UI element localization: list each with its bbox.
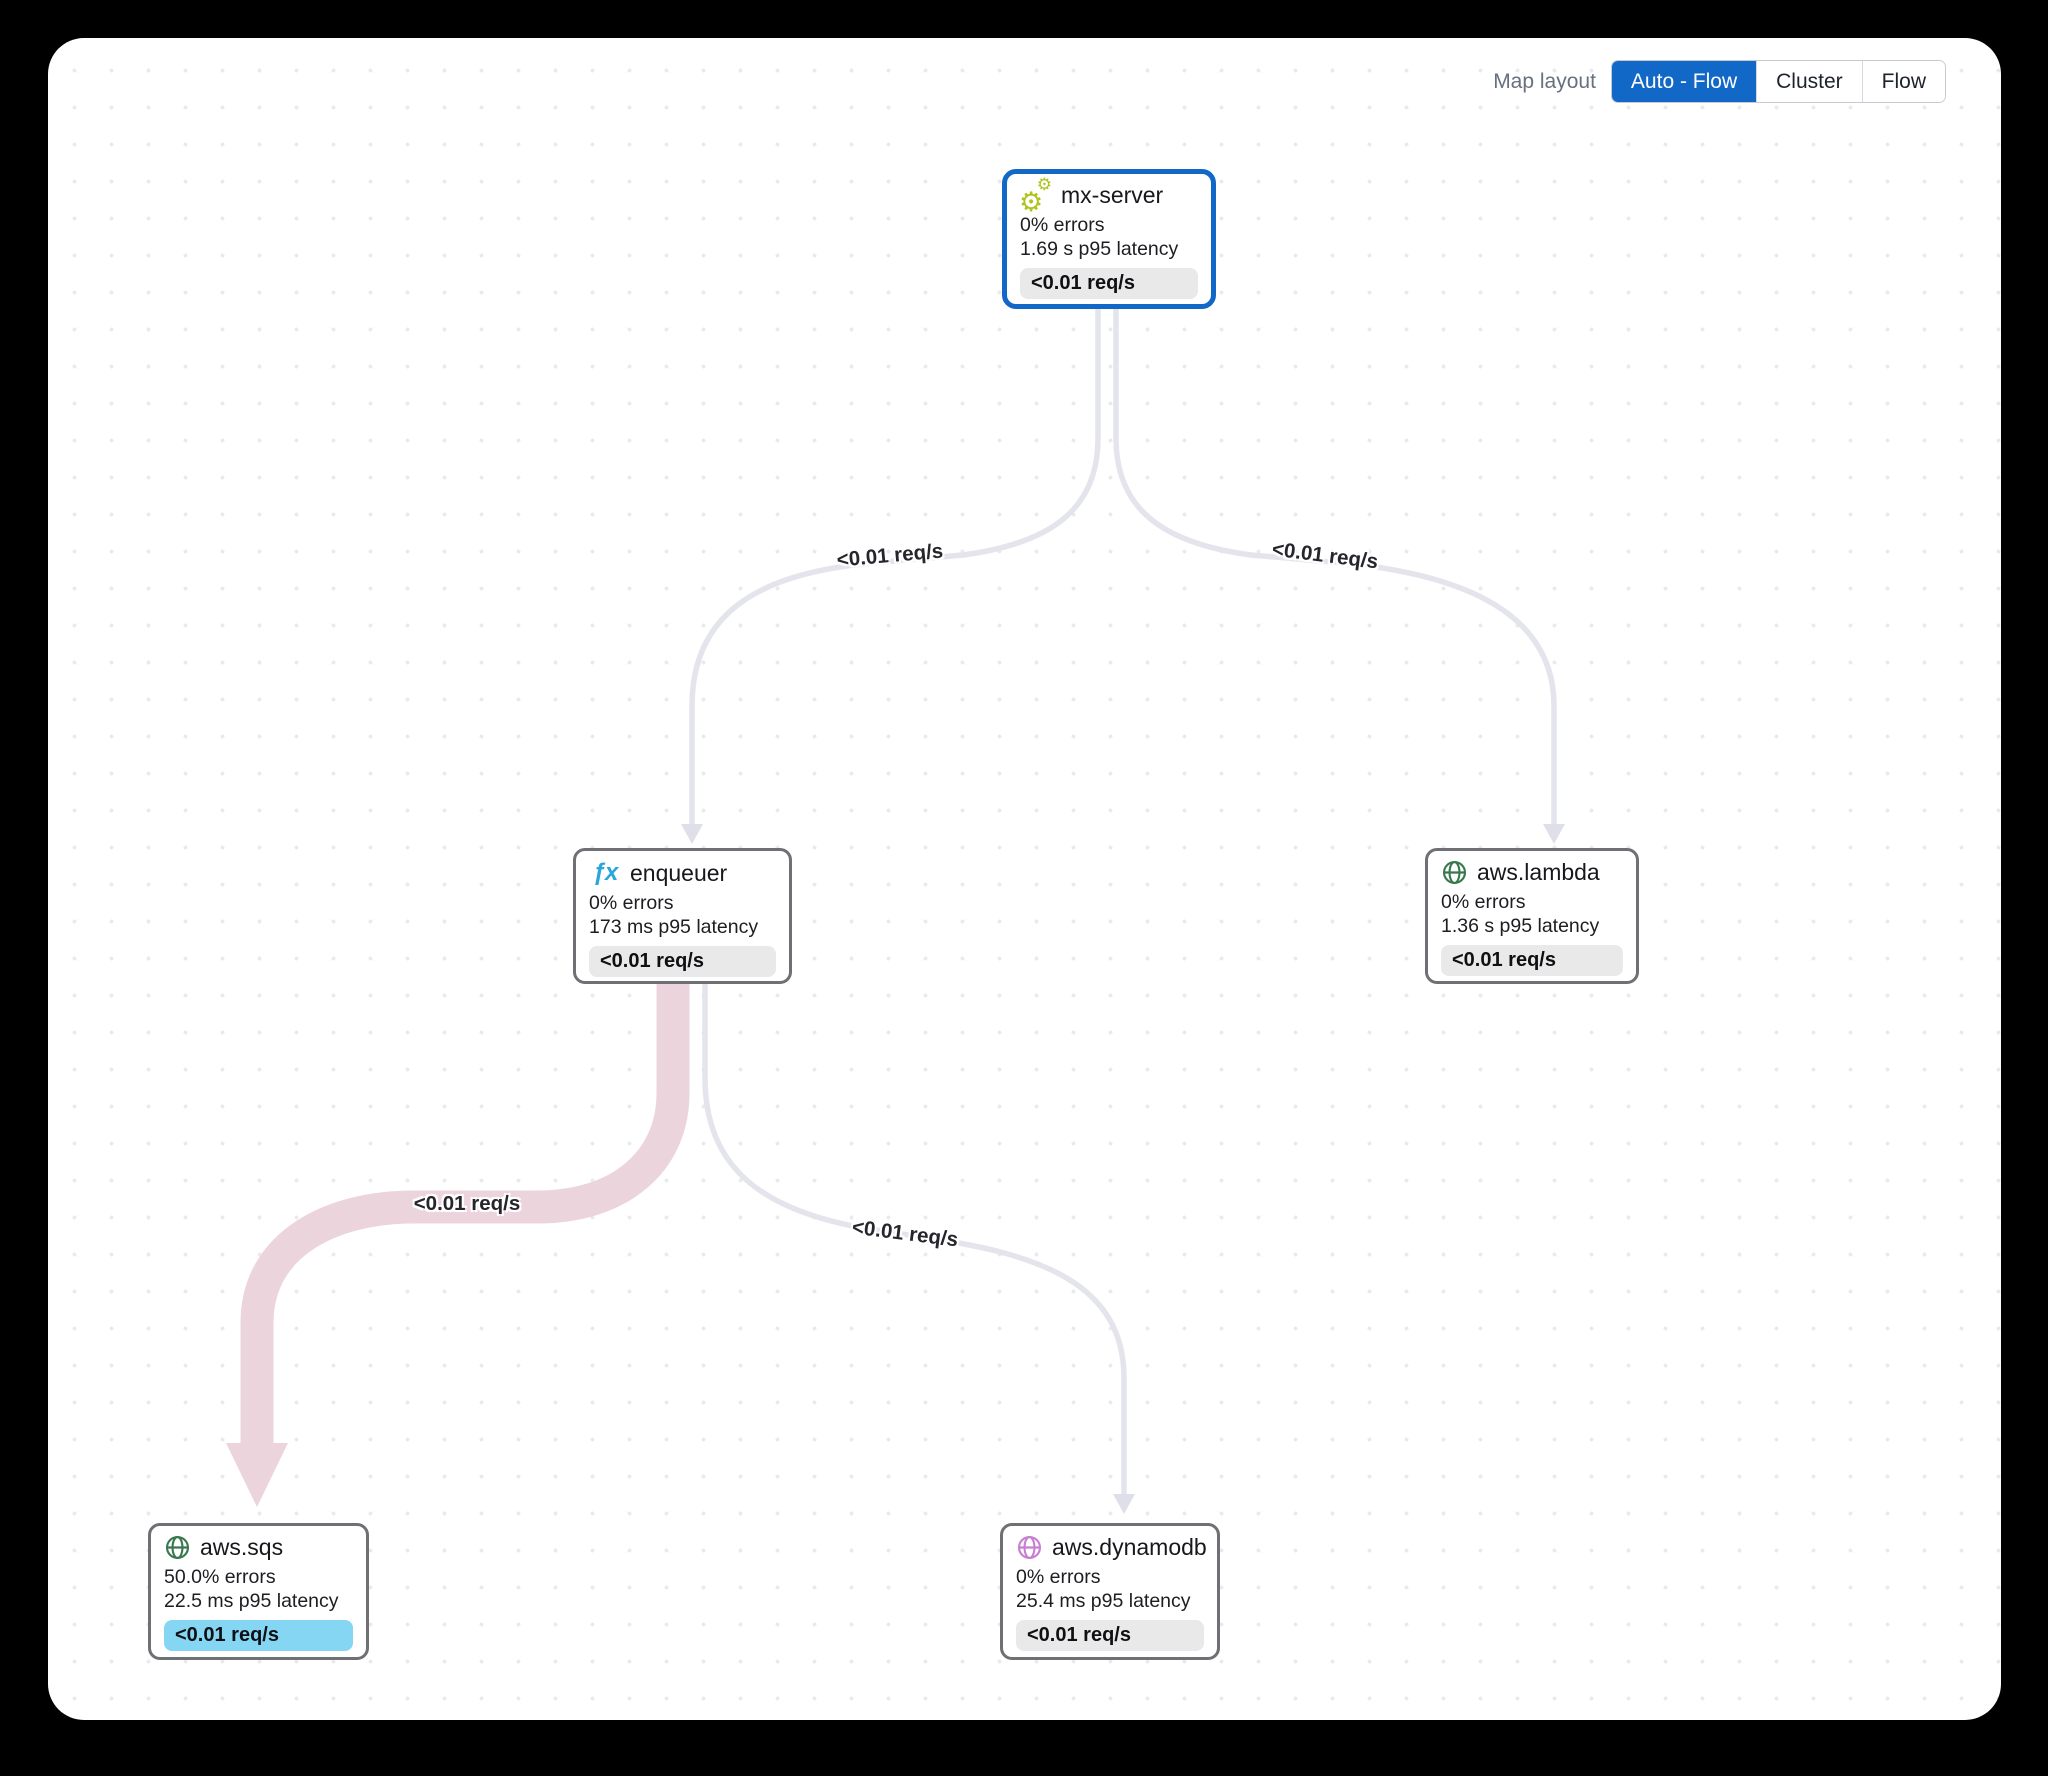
arrowhead <box>1113 1494 1135 1514</box>
error-rate: 50.0% errors <box>164 1565 276 1588</box>
service-node-enqueuer[interactable]: ƒx enqueuer 0% errors 173 ms p95 latency… <box>573 848 792 984</box>
service-name: mx-server <box>1061 182 1164 209</box>
request-rate-badge: <0.01 req/s <box>164 1619 353 1651</box>
map-layout-label: Map layout <box>1493 69 1596 93</box>
layout-option-auto-flow[interactable]: Auto - Flow <box>1611 61 1757 102</box>
edges-layer <box>226 307 1565 1514</box>
service-node-aws-sqs[interactable]: aws.sqs 50.0% errors 22.5 ms p95 latency… <box>148 1523 369 1660</box>
edge-enqueuer-to-aws-sqs[interactable] <box>226 982 690 1507</box>
error-rate: 0% errors <box>1020 214 1105 236</box>
edge-mx-server-to-enqueuer[interactable] <box>681 307 1101 844</box>
latency: 1.69 s p95 latency <box>1020 238 1179 261</box>
edge-enqueuer-to-aws-dynamodb[interactable] <box>702 982 1135 1514</box>
error-rate: 0% errors <box>1016 1565 1101 1588</box>
edge-label: <0.01 req/s <box>413 1192 521 1215</box>
latency: 1.36 s p95 latency <box>1441 914 1600 937</box>
layout-option-cluster[interactable]: Cluster <box>1756 61 1863 102</box>
layout-option-flow[interactable]: Flow <box>1862 61 1945 102</box>
service-name: aws.dynamodb <box>1052 1534 1207 1560</box>
arrowhead <box>681 824 703 844</box>
latency: 25.4 ms p95 latency <box>1016 1589 1191 1612</box>
service-map-canvas[interactable]: Map layout Auto - Flow Cluster Flow <0.0… <box>48 38 2001 1720</box>
arrowhead <box>226 1443 288 1507</box>
service-name: aws.lambda <box>1477 859 1600 885</box>
service-name: enqueuer <box>630 859 728 886</box>
function-icon: ƒx <box>592 859 619 886</box>
gears-icon: ⚙⚙ <box>1019 175 1052 217</box>
service-node-aws-dynamodb[interactable]: aws.dynamodb 0% errors 25.4 ms p95 laten… <box>1000 1523 1220 1660</box>
layout-segmented-control: Auto - Flow Cluster Flow <box>1610 60 1946 103</box>
request-rate-badge: <0.01 req/s <box>1020 268 1198 300</box>
request-rate-badge: <0.01 req/s <box>1016 1619 1204 1651</box>
request-rate-badge: <0.01 req/s <box>1441 944 1623 976</box>
globe-icon <box>1441 859 1468 886</box>
service-node-mx-server[interactable]: ⚙⚙ mx-server 0% errors 1.69 s p95 latenc… <box>1002 169 1216 309</box>
latency: 22.5 ms p95 latency <box>164 1589 339 1612</box>
arrowhead <box>1543 824 1565 844</box>
request-rate-badge: <0.01 req/s <box>589 946 776 978</box>
globe-icon <box>164 1534 191 1561</box>
error-rate: 0% errors <box>1441 890 1526 913</box>
map-layout-toolbar: Map layout Auto - Flow Cluster Flow <box>1493 60 1946 103</box>
latency: 173 ms p95 latency <box>589 915 759 938</box>
service-name: aws.sqs <box>200 1534 284 1560</box>
error-rate: 0% errors <box>589 891 674 914</box>
edge-mx-server-to-aws-lambda[interactable] <box>1113 307 1565 844</box>
globe-icon <box>1016 1534 1043 1561</box>
service-node-aws-lambda[interactable]: aws.lambda 0% errors 1.36 s p95 latency … <box>1425 848 1639 984</box>
